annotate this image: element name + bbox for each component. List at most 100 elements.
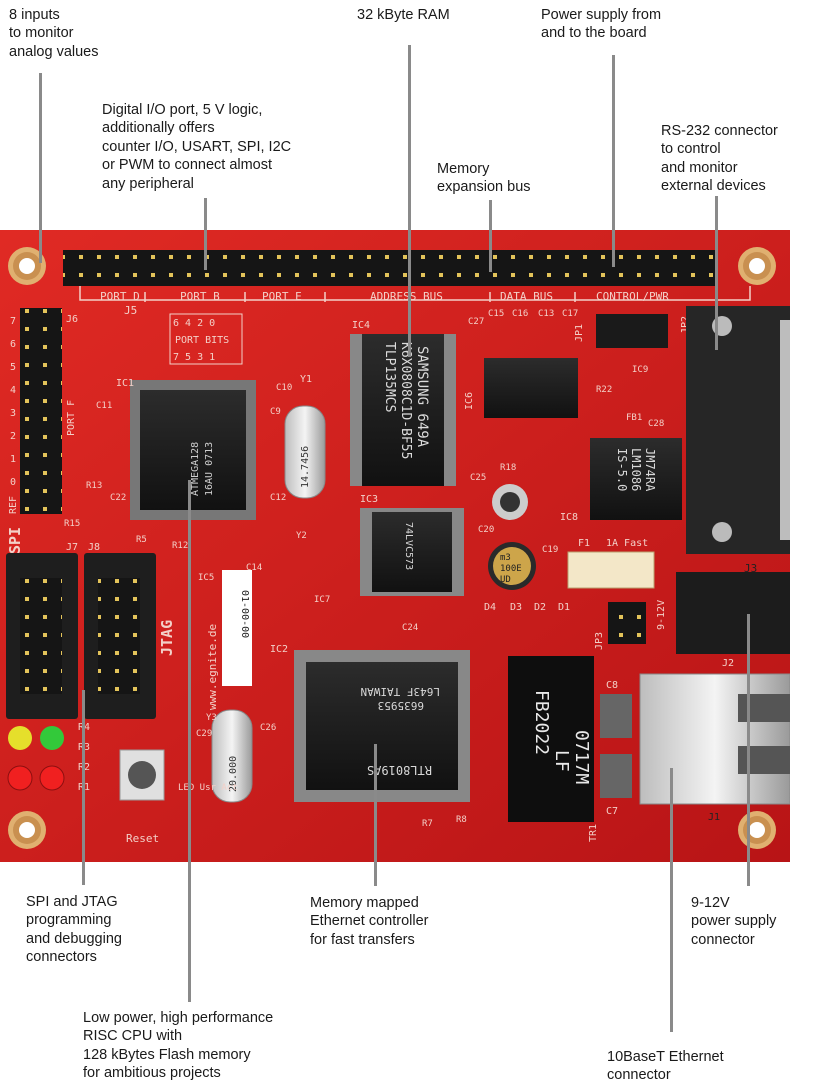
analog-header [20, 308, 62, 514]
svg-text:7: 7 [10, 316, 16, 327]
silk-c22: C22 [110, 493, 126, 503]
leader-line [612, 55, 615, 267]
callout-line: 128 kBytes Flash memory [83, 1046, 251, 1063]
leader-line [715, 196, 718, 350]
silk-c16: C16 [512, 309, 528, 319]
cpu-chip: ATMEGA128 16AU 0713 [130, 380, 256, 520]
callout-line: RISC CPU with [83, 1028, 183, 1045]
capacitor-c20 [492, 484, 528, 520]
callout-line: Ethernet controller [310, 913, 429, 930]
mounting-hole [738, 247, 776, 285]
regulator-label: LM1086 [629, 448, 643, 491]
silk-c11: C11 [96, 401, 112, 411]
cap-label: 100E [500, 564, 522, 574]
leader-line [670, 768, 673, 1032]
callout-line: 8 inputs [9, 7, 60, 23]
callout-rs232: RS-232 connector to control and monitor … [661, 122, 778, 196]
silk-c7: C7 [606, 806, 618, 817]
silk-d2: D2 [534, 602, 546, 613]
crystal-value: 14.7456 [300, 446, 311, 488]
silk-d1: D1 [558, 602, 570, 613]
ethernet-label: L643F TAIWAN [361, 685, 440, 698]
silk-port-e: PORT E [262, 290, 302, 303]
transformer-label: LF [551, 750, 572, 772]
silk-j2: J2 [722, 658, 734, 669]
cpu-label: 16AU 0713 [204, 442, 215, 496]
silk-j6: J6 [66, 314, 78, 325]
silk-c8: C8 [606, 680, 618, 691]
silk-c25: C25 [470, 473, 486, 483]
spi-connector [6, 553, 78, 719]
latch-chip: 74LVC573 [360, 508, 464, 596]
callout-line: and monitor [661, 159, 738, 176]
silk-tr1: TR1 [588, 824, 599, 842]
silk-fb1: FB1 [626, 413, 642, 423]
svg-text:4: 4 [10, 385, 16, 396]
callout-spi-jtag: SPI and JTAG programming and debugging c… [26, 893, 122, 967]
silk-jp3: JP3 [594, 632, 605, 650]
silk-c28: C28 [648, 419, 664, 429]
callout-line: additionally offers [102, 120, 215, 137]
crystal-y3: 20.000 [211, 709, 253, 803]
callout-power-supply: Power supply from and to the board [541, 6, 661, 43]
silk-ic1: IC1 [116, 378, 134, 389]
callout-line: for ambitious projects [83, 1065, 221, 1082]
led-red [39, 765, 65, 791]
silk-led-labels: LED Usr Act [178, 783, 238, 793]
callout-line: Memory mapped [310, 895, 419, 911]
callout-line: any peripheral [102, 175, 194, 192]
callout-digital-io: Digital I/O port, 5 V logic, additionall… [102, 101, 291, 193]
silk-y2: Y2 [296, 531, 307, 541]
cap-label: UD [500, 575, 511, 585]
silk-c12: C12 [270, 493, 286, 503]
callout-line: to control [661, 141, 721, 158]
regulator-label: JM74RA [643, 448, 657, 492]
leader-line [204, 198, 207, 270]
silk-port-bits-top: 6 4 2 0 [173, 318, 215, 329]
silk-ic5: IC5 [198, 573, 214, 583]
silk-r12: R12 [172, 541, 188, 551]
callout-analog-inputs: 8 inputs to monitor analog values [9, 6, 99, 61]
transformer-label: 0717M [571, 730, 592, 784]
capacitor-c8 [600, 694, 632, 738]
silk-website: www.egnite.de [206, 624, 219, 710]
silk-jp2: JP2 [680, 316, 691, 334]
silk-ic3: IC3 [360, 494, 378, 505]
silk-port-bits: PORT BITS [175, 335, 229, 346]
silk-c13: C13 [538, 309, 554, 319]
callout-line: connectors [26, 949, 97, 966]
callout-line: RS-232 connector [661, 123, 778, 139]
cpu-label: ATMEGA128 [190, 442, 201, 496]
silk-c17: C17 [562, 309, 578, 319]
silk-c15: C15 [488, 309, 504, 319]
callout-line: 9-12V [691, 895, 730, 911]
crystal-y1: 14.7456 [284, 405, 326, 499]
reset-button [119, 749, 165, 801]
led-green [40, 726, 64, 750]
led-red [7, 765, 33, 791]
jtag-connector [84, 553, 156, 719]
callout-line: SPI and JTAG [26, 894, 118, 910]
leader-line [188, 480, 191, 1002]
silk-y1: Y1 [300, 374, 312, 385]
callout-line: 10BaseT Ethernet [607, 1049, 724, 1065]
ethernet-jack [639, 673, 790, 805]
silk-j3: J3 [744, 562, 757, 575]
silk-ic6: IC6 [464, 392, 475, 410]
fuse [567, 551, 655, 589]
leader-line [82, 690, 85, 885]
mounting-hole [8, 247, 46, 285]
power-jack [676, 572, 790, 654]
silk-d4: D4 [484, 602, 496, 613]
callout-line: for fast transfers [310, 931, 415, 948]
ram-label: K6X0808C1D-BF55 [398, 342, 413, 459]
serial-number: 01-00-00 [239, 590, 250, 638]
ethernet-chip: L643F TAIWAN 6635953 RTL8019AS [294, 650, 470, 802]
callout-line: Memory [437, 161, 490, 177]
silk-r18: R18 [500, 463, 516, 473]
leader-line [408, 45, 411, 357]
port-bits-box [169, 313, 243, 365]
expansion-header [63, 250, 717, 286]
silk-r7: R7 [422, 819, 433, 829]
serial-sticker [222, 570, 252, 686]
